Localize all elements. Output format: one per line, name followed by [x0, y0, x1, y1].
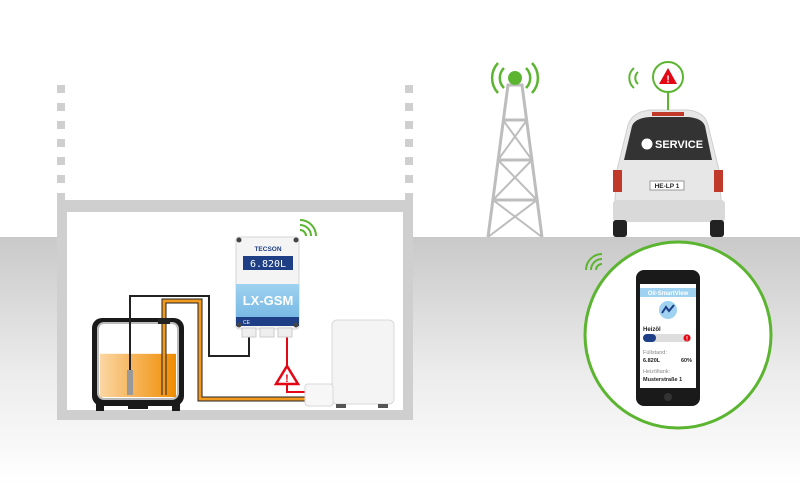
- controller-display-value: 6.820L: [250, 259, 286, 270]
- alert-warning-icon: !: [273, 363, 301, 386]
- app-title: Oil-SmartView: [648, 291, 689, 297]
- tower-signal-icon: [490, 62, 540, 94]
- level-probe: [127, 370, 133, 395]
- svg-text:!: !: [285, 373, 289, 385]
- fill-label: Füllstand:: [643, 350, 667, 356]
- phone-signal-icon: [585, 253, 603, 271]
- oil-tank: [92, 318, 184, 411]
- cables: [129, 295, 306, 402]
- controller-model: LX-GSM: [243, 293, 294, 308]
- svg-text:!: !: [686, 337, 688, 343]
- ce-mark: CE: [243, 320, 251, 326]
- fill-value: 6.820L: [643, 358, 661, 364]
- fill-percent: 60%: [681, 358, 692, 364]
- van-signal-icon: [628, 67, 639, 89]
- license-plate: HE-LP 1: [655, 183, 680, 190]
- tank-label: Heizöltank:: [643, 369, 671, 375]
- product-label: Heizöl: [643, 327, 661, 333]
- controller-wifi-icon: [299, 219, 317, 237]
- service-van: SERVICE HE-LP 1: [613, 109, 725, 237]
- van-window-label: SERVICE: [655, 139, 703, 151]
- lx-gsm-controller: TECSON 6.820L LX-GSM CE: [235, 236, 300, 338]
- tank-address: Musterstraße 1: [643, 377, 682, 383]
- alert-icon: !: [666, 75, 669, 86]
- smartphone: ! Oil-SmartView Heizöl Füllstand: 6.820L…: [636, 270, 700, 406]
- boiler: [304, 319, 395, 408]
- cell-tower: [486, 71, 544, 238]
- van-alert-bubble: !: [652, 61, 684, 110]
- controller-brand: TECSON: [254, 246, 281, 253]
